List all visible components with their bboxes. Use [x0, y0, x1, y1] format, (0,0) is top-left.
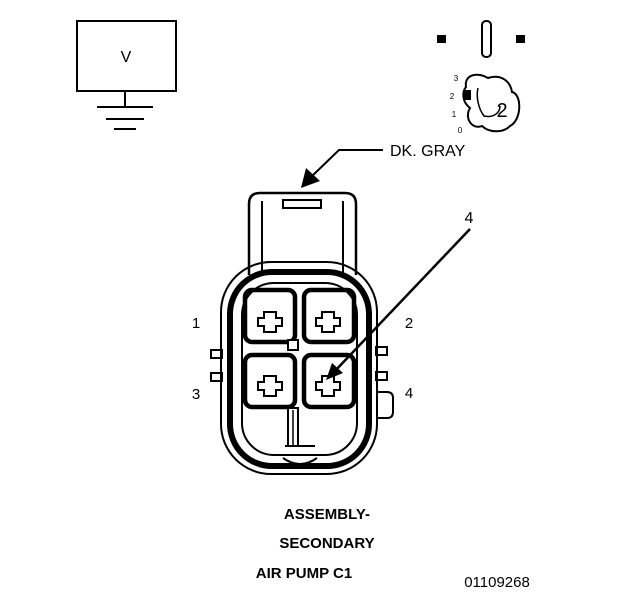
caption-line-1: ASSEMBLY-	[284, 506, 370, 523]
callout-label: 4	[465, 210, 474, 227]
pin-label-3: 3	[192, 386, 200, 403]
probe-legend	[437, 20, 525, 133]
connector-center-key	[287, 339, 299, 351]
meter-symbol-label: V	[121, 49, 132, 66]
caption-line-3: AIR PUMP C1	[256, 565, 352, 582]
wire-color-label: DK. GRAY	[390, 143, 466, 160]
probe-contact-icon	[463, 90, 471, 100]
probe-tip-left	[437, 35, 446, 43]
connector-cavity-1	[242, 287, 298, 345]
probe-number-label: 2	[496, 100, 507, 122]
probe-scale-0: 0	[458, 126, 463, 135]
pin-label-2: 2	[405, 315, 413, 332]
pin-label-1: 1	[192, 315, 200, 332]
voltmeter-symbol	[76, 20, 177, 130]
figure-id: 01109268	[464, 574, 530, 591]
connector-body	[210, 191, 394, 475]
wire-color-leader	[301, 149, 383, 188]
pin-label-4: 4	[405, 385, 413, 402]
connector-cavity-2	[301, 287, 357, 345]
probe-pin-icon	[481, 20, 492, 58]
callout-arrow	[326, 228, 471, 380]
probe-scale-1: 1	[452, 110, 457, 119]
connector-cavity-3	[242, 352, 298, 410]
probe-scale-2: 2	[450, 92, 455, 101]
probe-tip-right	[516, 35, 525, 43]
caption-line-2: SECONDARY	[279, 535, 374, 552]
probe-scale-3: 3	[454, 74, 459, 83]
connector-cavity-4	[301, 352, 357, 410]
probe-adapter-icon	[462, 73, 521, 133]
